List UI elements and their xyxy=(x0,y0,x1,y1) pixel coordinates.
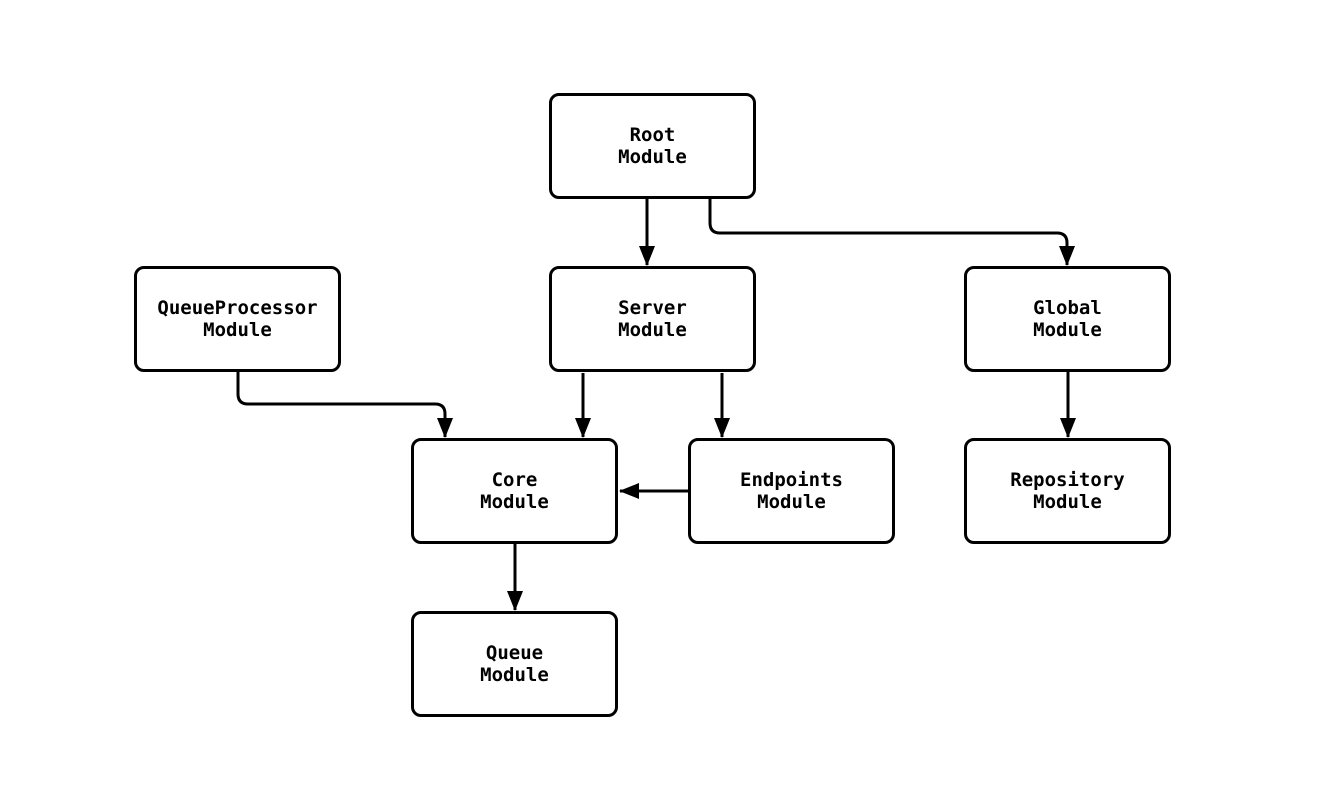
node-root-module-label: Root Module xyxy=(618,124,687,168)
node-queueprocessor-module: QueueProcessor Module xyxy=(134,266,341,372)
node-repository-module: Repository Module xyxy=(964,438,1171,544)
node-core-module-label: Core Module xyxy=(480,469,549,513)
node-queueprocessor-module-label: QueueProcessor Module xyxy=(157,297,318,341)
node-root-module: Root Module xyxy=(549,93,756,199)
node-core-module: Core Module xyxy=(411,438,618,544)
node-endpoints-module-label: Endpoints Module xyxy=(740,469,843,513)
node-global-module-label: Global Module xyxy=(1033,297,1102,341)
node-server-module: Server Module xyxy=(549,266,756,372)
node-repository-module-label: Repository Module xyxy=(1010,469,1125,513)
node-global-module: Global Module xyxy=(964,266,1171,372)
node-queue-module-label: Queue Module xyxy=(480,642,549,686)
edge-root-to-global xyxy=(708,199,1075,266)
node-server-module-label: Server Module xyxy=(618,297,687,341)
node-endpoints-module: Endpoints Module xyxy=(688,438,895,544)
node-queue-module: Queue Module xyxy=(411,611,618,717)
edge-queueprocessor-to-core xyxy=(236,372,453,438)
